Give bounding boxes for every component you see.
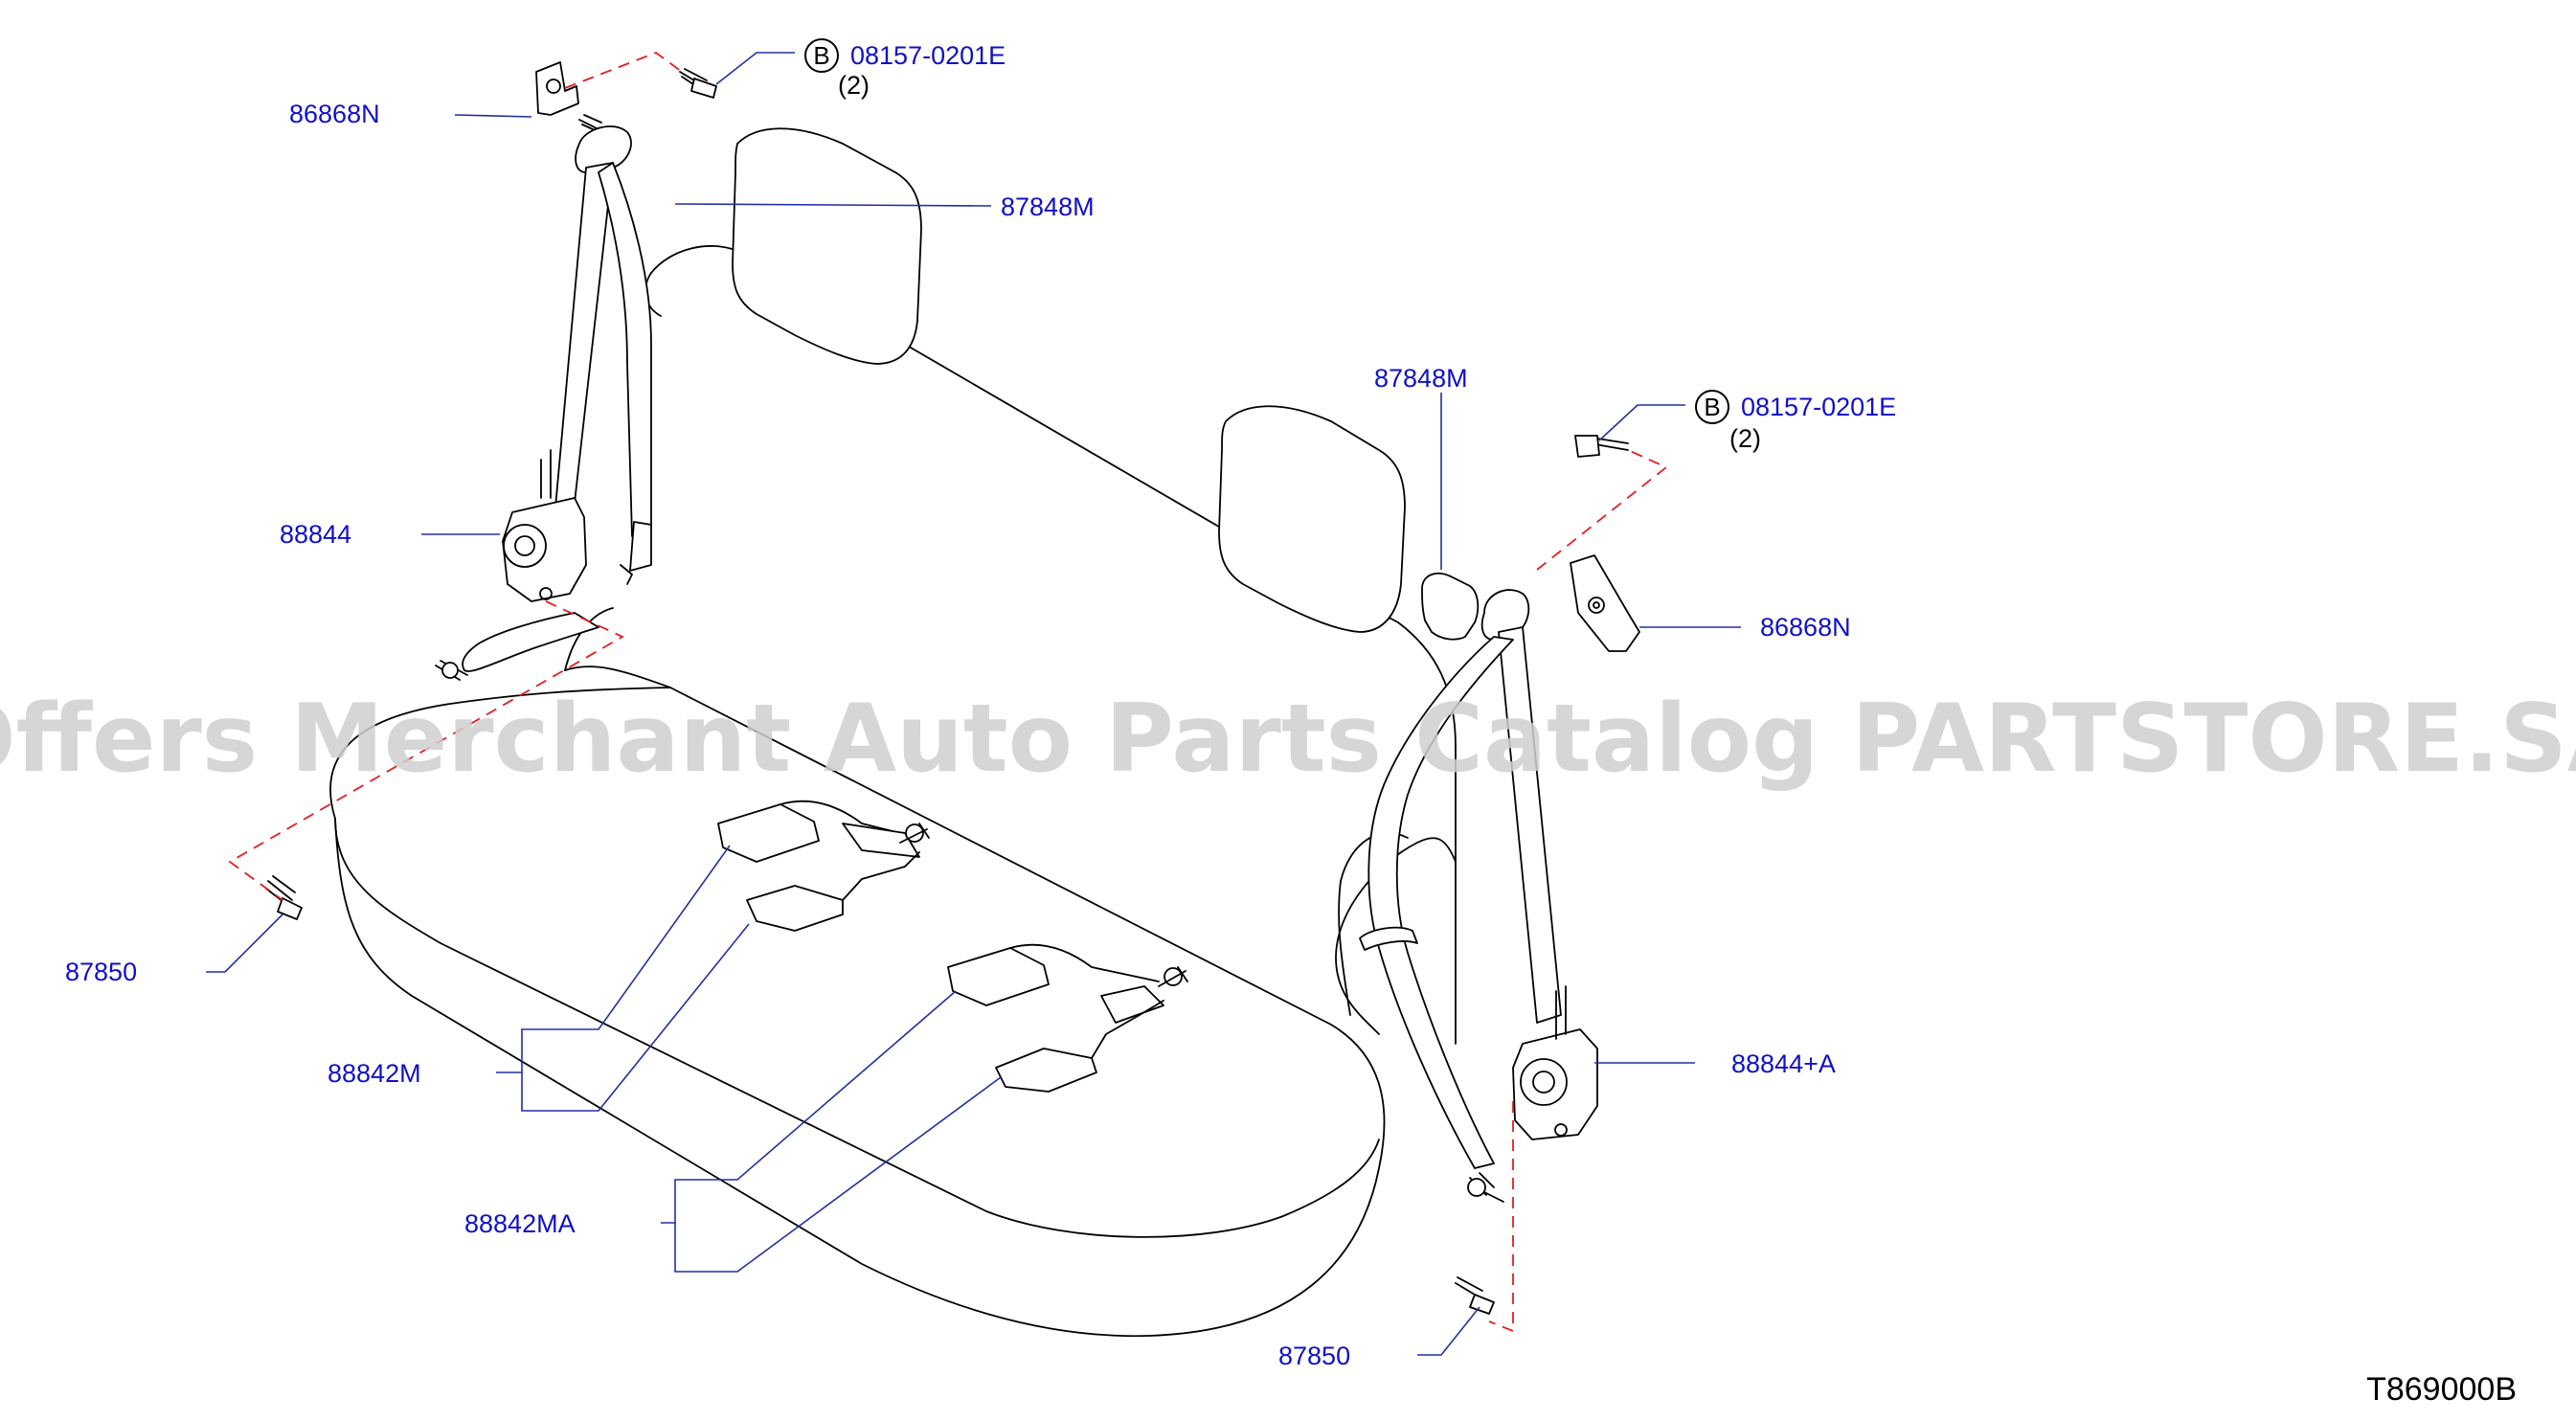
label-buckle-a: 88842M [328, 1059, 421, 1088]
callout-b-code: B [1704, 393, 1720, 421]
label-finisher-left: 87848M [1001, 192, 1095, 221]
callout-b-circle [1695, 390, 1729, 424]
quantity-label: (2) [838, 71, 870, 100]
label-buckle-b: 88842MA [464, 1209, 576, 1238]
callout-b-circle [804, 38, 839, 73]
buckle-set-b [947, 943, 1188, 1093]
callout-bolt-right: B 08157-0201E (2) [1695, 390, 1896, 453]
seat-belt-assembly-left [435, 61, 652, 681]
quantity-label: (2) [1729, 424, 1761, 453]
label-retractor-right: 88844+A [1731, 1049, 1836, 1078]
headrest-left [732, 127, 922, 365]
label-anchor-right: 86868N [1760, 613, 1851, 642]
label-retractor-left: 88844 [280, 520, 351, 549]
label-bolt-floor-left: 87850 [65, 958, 137, 986]
label-anchor-left: 86868N [289, 100, 380, 128]
watermark-text: Offers Merchant Auto Parts Catalog PARTS… [0, 685, 2576, 794]
installation-dashed-lines [228, 51, 1668, 1333]
label-bolt-floor-right: 87850 [1278, 1342, 1350, 1370]
callout-bolt-left: B 08157-0201E (2) [804, 38, 1006, 100]
label-finisher-right: 87848M [1374, 364, 1468, 393]
part-number-label: 08157-0201E [850, 41, 1006, 70]
belt-finisher-right [1421, 573, 1480, 641]
buckle-set-a [717, 800, 930, 932]
headrest-right [1218, 405, 1406, 633]
bolt-top-right [1574, 435, 1629, 458]
bolt-floor-right [1455, 1276, 1495, 1315]
diagram-reference-code: T869000B [2366, 1371, 2517, 1408]
leader-lines [206, 52, 1741, 1356]
shoulder-anchor-bracket-right [1570, 554, 1640, 652]
bolt-floor-left [265, 875, 303, 920]
bolt-top-left [679, 68, 717, 99]
seat-belt-assembly-right [1359, 554, 1640, 1203]
callout-b-code: B [813, 41, 829, 70]
part-number-label: 08157-0201E [1741, 393, 1896, 421]
